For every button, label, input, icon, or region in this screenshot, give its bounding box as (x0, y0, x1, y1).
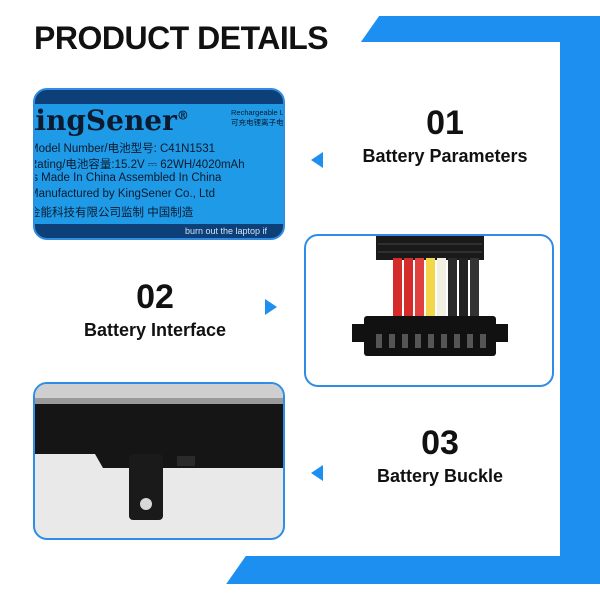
cable-sleeve (376, 236, 484, 260)
casing-ridge (35, 398, 283, 404)
brand-name: KingSener (35, 104, 177, 137)
arrow-left-icon (311, 152, 323, 168)
brand-registered-mark: ® (176, 108, 189, 123)
blue-frame-bottom (250, 556, 600, 584)
yellow-wire (426, 258, 435, 320)
feature-battery-buckle: 03 Battery Buckle (330, 424, 550, 487)
red-wire (404, 258, 413, 320)
label-subtitle: Rechargeable Li-ion 可充电锂离子电池 (231, 108, 285, 128)
feature-battery-parameters: 01 Battery Parameters (340, 104, 550, 167)
black-wire (470, 258, 479, 320)
black-wire (459, 258, 468, 320)
battery-label-photo: KingSener® Rechargeable Li-ion 可充电锂离子电池 … (33, 88, 285, 240)
buckle-tab (129, 454, 163, 520)
blue-frame-right (560, 16, 600, 576)
casing-edge (35, 384, 283, 402)
label-cn-line: 金能科技有限公司监制 中国制造 (33, 207, 194, 219)
wire-bundle (393, 258, 479, 320)
label-bottom-stripe (35, 224, 283, 238)
connector-pins (376, 334, 486, 348)
label-rating-line: Rating/电池容量:15.2V ⎓ 62WH/4020mAh (33, 159, 245, 171)
buckle-illustration (35, 384, 283, 520)
battery-buckle-photo (33, 382, 285, 540)
arrow-left-icon (311, 465, 323, 481)
battery-body-shadow (35, 404, 283, 468)
black-wire (448, 258, 457, 320)
arrow-right-icon (265, 299, 277, 315)
battery-connector-photo (304, 234, 554, 387)
red-wire (415, 258, 424, 320)
feature-name: Battery Interface (83, 320, 227, 340)
feature-name: Battery Buckle (376, 466, 504, 486)
buckle-clip (177, 456, 195, 466)
feature-number: 03 (421, 424, 459, 462)
brand-logo: KingSener® (35, 104, 189, 137)
label-origin-line: Is Made In China Assembled In China (33, 172, 222, 184)
feature-name: Battery Parameters (362, 146, 528, 166)
connector-latch-left (352, 324, 366, 342)
label-subtitle-cn: 可充电锂离子电池 (231, 118, 285, 127)
feature-battery-interface: 02 Battery Interface (40, 278, 270, 341)
white-wire (437, 258, 446, 320)
label-subtitle-en: Rechargeable Li-ion (231, 108, 284, 117)
label-model-line: Model Number/电池型号: C41N1531 (33, 143, 215, 155)
label-warning-line: burn out the laptop if (185, 226, 268, 236)
screw-hole-icon (140, 498, 152, 510)
feature-number: 02 (136, 278, 174, 316)
red-wire (393, 258, 402, 320)
connector-illustration (352, 236, 508, 356)
label-manufacturer-line: Manufactured by KingSener Co., Ltd (33, 188, 216, 200)
connector-latch-right (494, 324, 508, 342)
page-title: PRODUCT DETAILS (34, 20, 329, 56)
label-top-stripe (35, 90, 283, 104)
feature-number: 01 (426, 104, 464, 142)
